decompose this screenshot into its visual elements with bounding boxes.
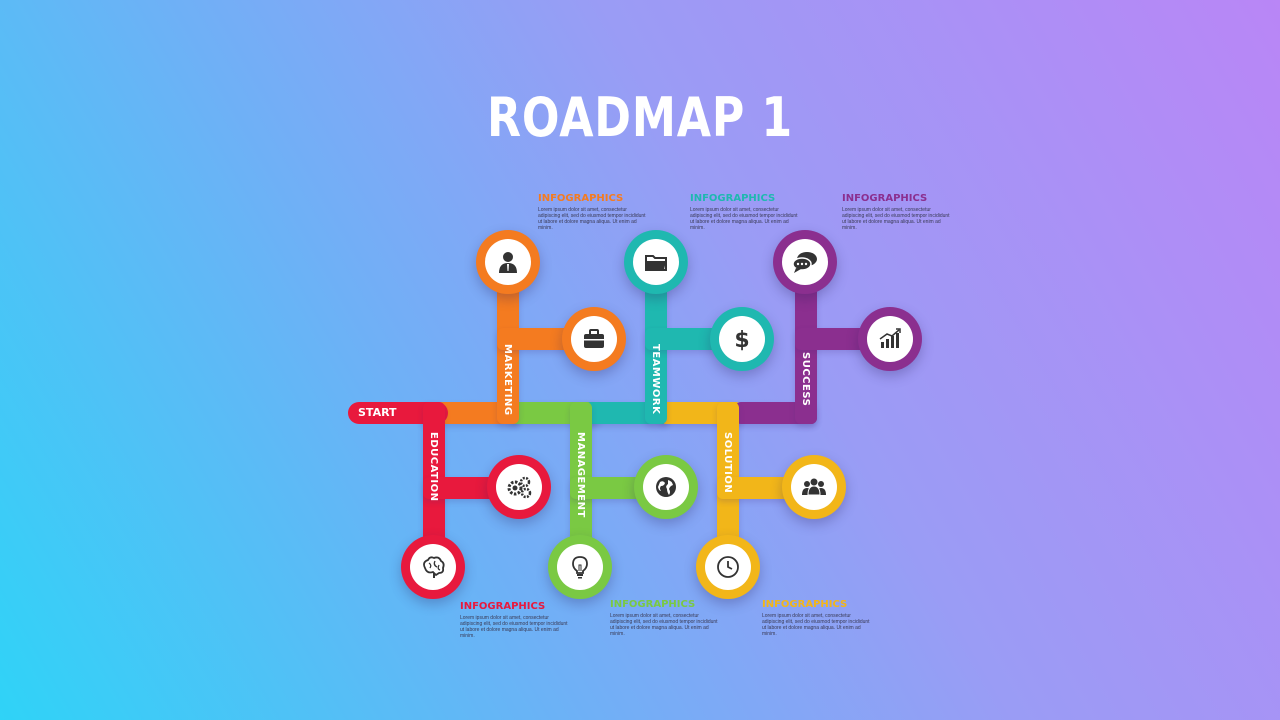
- clock-node[interactable]: [696, 535, 760, 599]
- businessman-node[interactable]: [476, 230, 540, 294]
- success-arm: [795, 328, 875, 350]
- dollar-node[interactable]: $: [710, 307, 774, 371]
- info-heading: INFOGRAPHICS: [538, 193, 624, 204]
- teamwork-arm: [645, 328, 725, 350]
- info-text: Lorem ipsum dolor sit amet, consectetur …: [762, 613, 870, 637]
- brain-node[interactable]: [401, 535, 465, 599]
- folder-node[interactable]: [624, 230, 688, 294]
- info-block-teal: INFOGRAPHICS Lorem ipsum dolor sit amet,…: [690, 193, 800, 231]
- info-text: Lorem ipsum dolor sit amet, consectetur …: [538, 207, 646, 231]
- info-text: Lorem ipsum dolor sit amet, consectetur …: [610, 613, 718, 637]
- info-heading: INFOGRAPHICS: [690, 193, 776, 204]
- lightbulb-node[interactable]: [548, 535, 612, 599]
- gears-icon: [496, 464, 542, 510]
- page-title: ROADMAP 1: [487, 86, 793, 149]
- branch-label-teamwork: TEAMWORK: [650, 344, 661, 415]
- growth-chart-icon: [867, 316, 913, 362]
- folder-icon: [633, 239, 679, 285]
- solution-arm: [717, 477, 802, 499]
- lightbulb-icon: [557, 544, 603, 590]
- businessman-icon: [485, 239, 531, 285]
- svg-text:$: $: [734, 328, 749, 352]
- brain-icon: [410, 544, 456, 590]
- info-block-red: INFOGRAPHICS Lorem ipsum dolor sit amet,…: [460, 601, 570, 639]
- management-arm: [570, 477, 655, 499]
- info-heading: INFOGRAPHICS: [842, 193, 928, 204]
- growth-chart-node[interactable]: [858, 307, 922, 371]
- branch-label-management: MANAGEMENT: [575, 432, 586, 518]
- chat-bubbles-node[interactable]: [773, 230, 837, 294]
- clock-icon: [705, 544, 751, 590]
- dollar-icon: $: [719, 316, 765, 362]
- info-block-yellow: INFOGRAPHICS Lorem ipsum dolor sit amet,…: [762, 599, 872, 637]
- chat-bubbles-icon: [782, 239, 828, 285]
- branch-label-education: EDUCATION: [428, 432, 439, 502]
- gears-node[interactable]: [487, 455, 551, 519]
- info-block-green: INFOGRAPHICS Lorem ipsum dolor sit amet,…: [610, 599, 720, 637]
- info-text: Lorem ipsum dolor sit amet, consectetur …: [690, 207, 798, 231]
- globe-node[interactable]: [634, 455, 698, 519]
- info-text: Lorem ipsum dolor sit amet, consectetur …: [842, 207, 950, 231]
- team-icon: [791, 464, 837, 510]
- info-heading: INFOGRAPHICS: [610, 599, 696, 610]
- education-arm: [423, 477, 508, 499]
- info-text: Lorem ipsum dolor sit amet, consectetur …: [460, 615, 568, 639]
- info-heading: INFOGRAPHICS: [762, 599, 848, 610]
- branch-label-success: SUCCESS: [800, 352, 811, 407]
- briefcase-icon: [571, 316, 617, 362]
- info-block-orange: INFOGRAPHICS Lorem ipsum dolor sit amet,…: [538, 193, 648, 231]
- info-heading: INFOGRAPHICS: [460, 601, 546, 612]
- branch-label-marketing: MARKETING: [502, 344, 513, 416]
- info-block-purple: INFOGRAPHICS Lorem ipsum dolor sit amet,…: [842, 193, 952, 231]
- globe-icon: [643, 464, 689, 510]
- marketing-arm: [497, 328, 577, 350]
- briefcase-node[interactable]: [562, 307, 626, 371]
- team-node[interactable]: [782, 455, 846, 519]
- branch-label-solution: SOLUTION: [722, 432, 733, 494]
